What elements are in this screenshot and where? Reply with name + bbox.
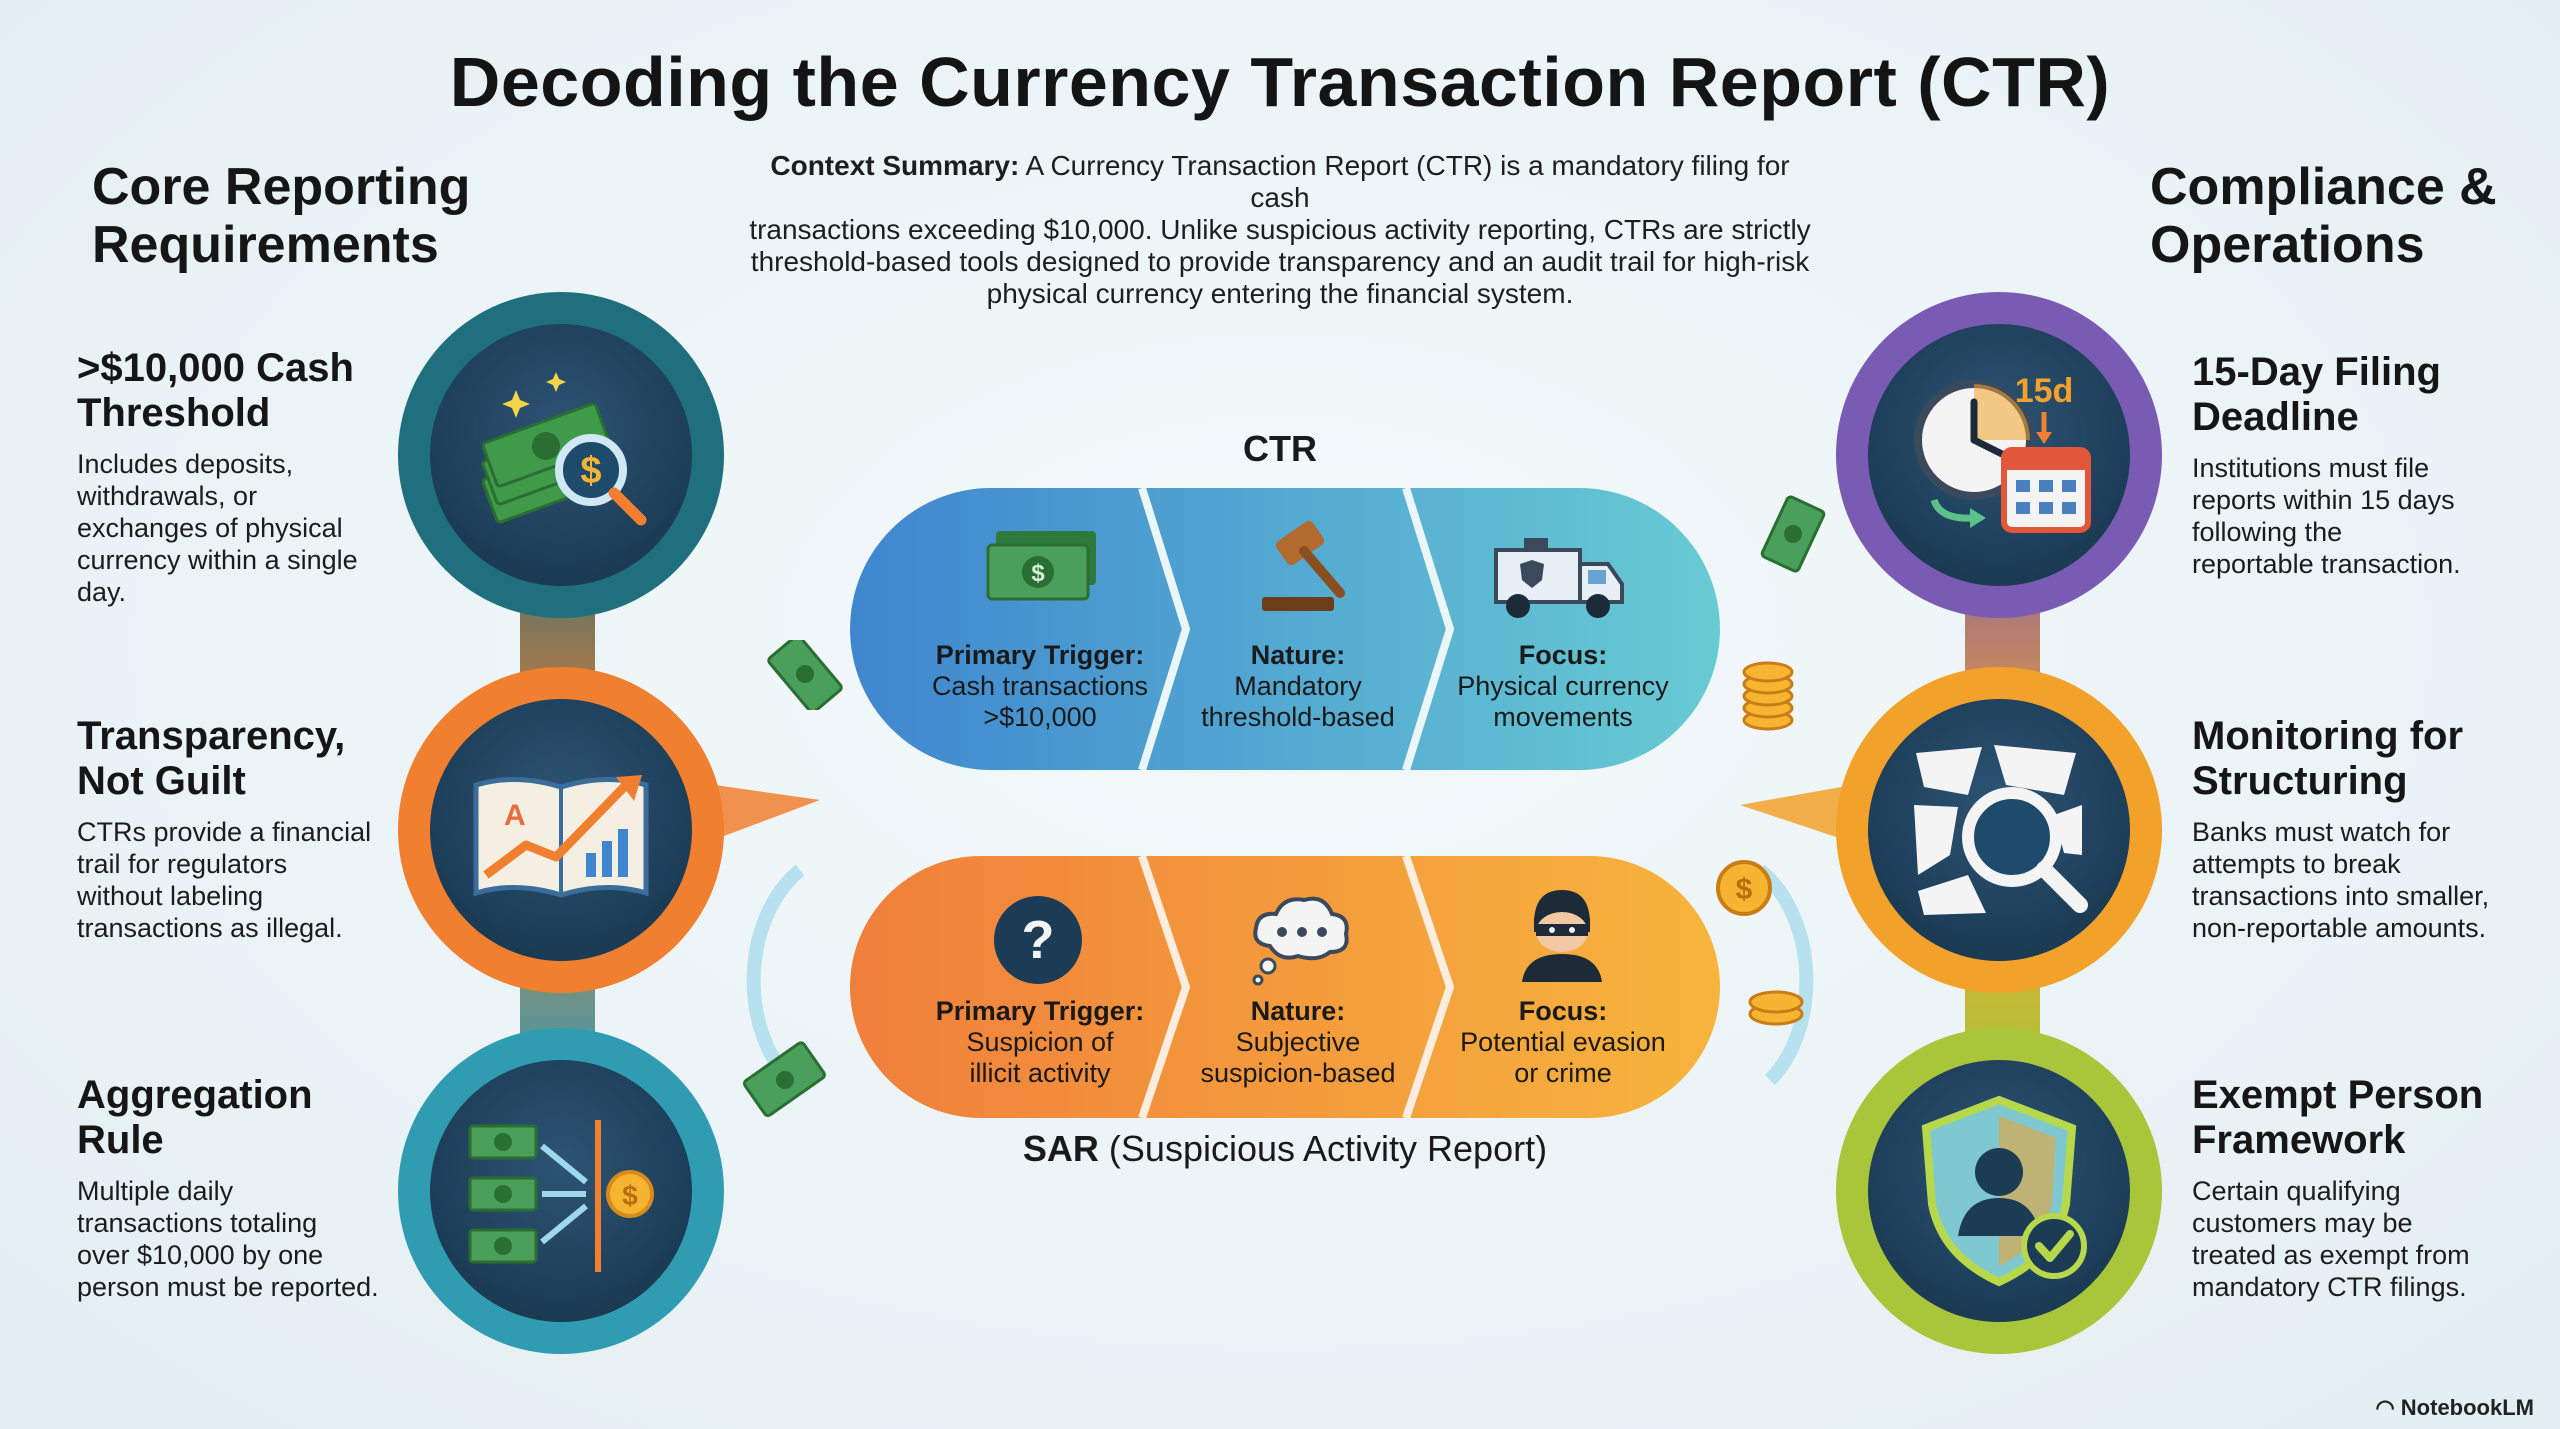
exempt-circle xyxy=(1836,1028,2162,1354)
svg-text:A: A xyxy=(504,799,526,832)
context-label: Context Summary: xyxy=(770,150,1020,181)
page-title: Decoding the Currency Transaction Report… xyxy=(449,43,2111,121)
ctr-trigger-segment: Primary Trigger:Cash transactions>$10,00… xyxy=(931,640,1149,732)
coin-stack-icon xyxy=(1748,990,1804,1026)
sar-row-label: SAR (Suspicious Activity Report) xyxy=(1022,1128,1548,1169)
masked-thief-icon xyxy=(1522,890,1602,982)
threshold-circle: $ xyxy=(398,292,724,618)
shield-person-icon xyxy=(1921,1095,2087,1287)
svg-text:$: $ xyxy=(1031,560,1045,587)
gavel-icon xyxy=(1262,520,1345,611)
svg-text:?: ? xyxy=(1022,910,1055,970)
floating-bill-icon xyxy=(742,1041,826,1117)
coin-stack-icon xyxy=(1742,661,1794,731)
floating-bill-icon xyxy=(1760,495,1826,573)
clock-calendar-icon: 15d xyxy=(1914,372,2091,533)
left-column-heading: Core Reporting Requirements xyxy=(92,158,471,274)
thought-cloud-icon xyxy=(1252,896,1349,986)
svg-text:$: $ xyxy=(622,1180,638,1211)
item-title: Transparency,Not Guilt xyxy=(77,714,346,803)
notebooklm-watermark: ◠ NotebookLM xyxy=(2375,1395,2534,1420)
ledger-chart-icon: A xyxy=(473,775,649,898)
aggregation-circle: $ xyxy=(398,1028,724,1354)
ctr-row-label: CTR xyxy=(1243,428,1317,469)
notebooklm-logo-icon: ◠ xyxy=(2375,1395,2401,1420)
right-column-heading: Compliance & Operations xyxy=(2150,158,2497,274)
left-item-transparency: Transparency,Not Guilt CTRs provide a fi… xyxy=(77,714,407,944)
armored-truck-icon xyxy=(1494,538,1624,618)
coin-icon: $ xyxy=(1716,860,1772,916)
bills-merge-icon: $ xyxy=(468,1120,654,1272)
cash-icon: $ xyxy=(986,531,1096,601)
transparency-circle: A xyxy=(398,667,724,993)
question-icon: ? xyxy=(994,896,1082,984)
cash-magnifier-icon: $ xyxy=(481,372,647,526)
floating-bill-icon xyxy=(767,640,843,710)
context-summary: Context Summary: A Currency Transaction … xyxy=(749,150,1811,309)
deadline-badge: 15d xyxy=(2015,372,2074,410)
svg-text:$: $ xyxy=(1736,873,1753,906)
structuring-circle xyxy=(1836,667,2162,993)
shattered-magnifier-icon xyxy=(1914,745,2088,915)
deadline-circle: 15d xyxy=(1836,292,2162,618)
svg-text:$: $ xyxy=(580,450,601,492)
